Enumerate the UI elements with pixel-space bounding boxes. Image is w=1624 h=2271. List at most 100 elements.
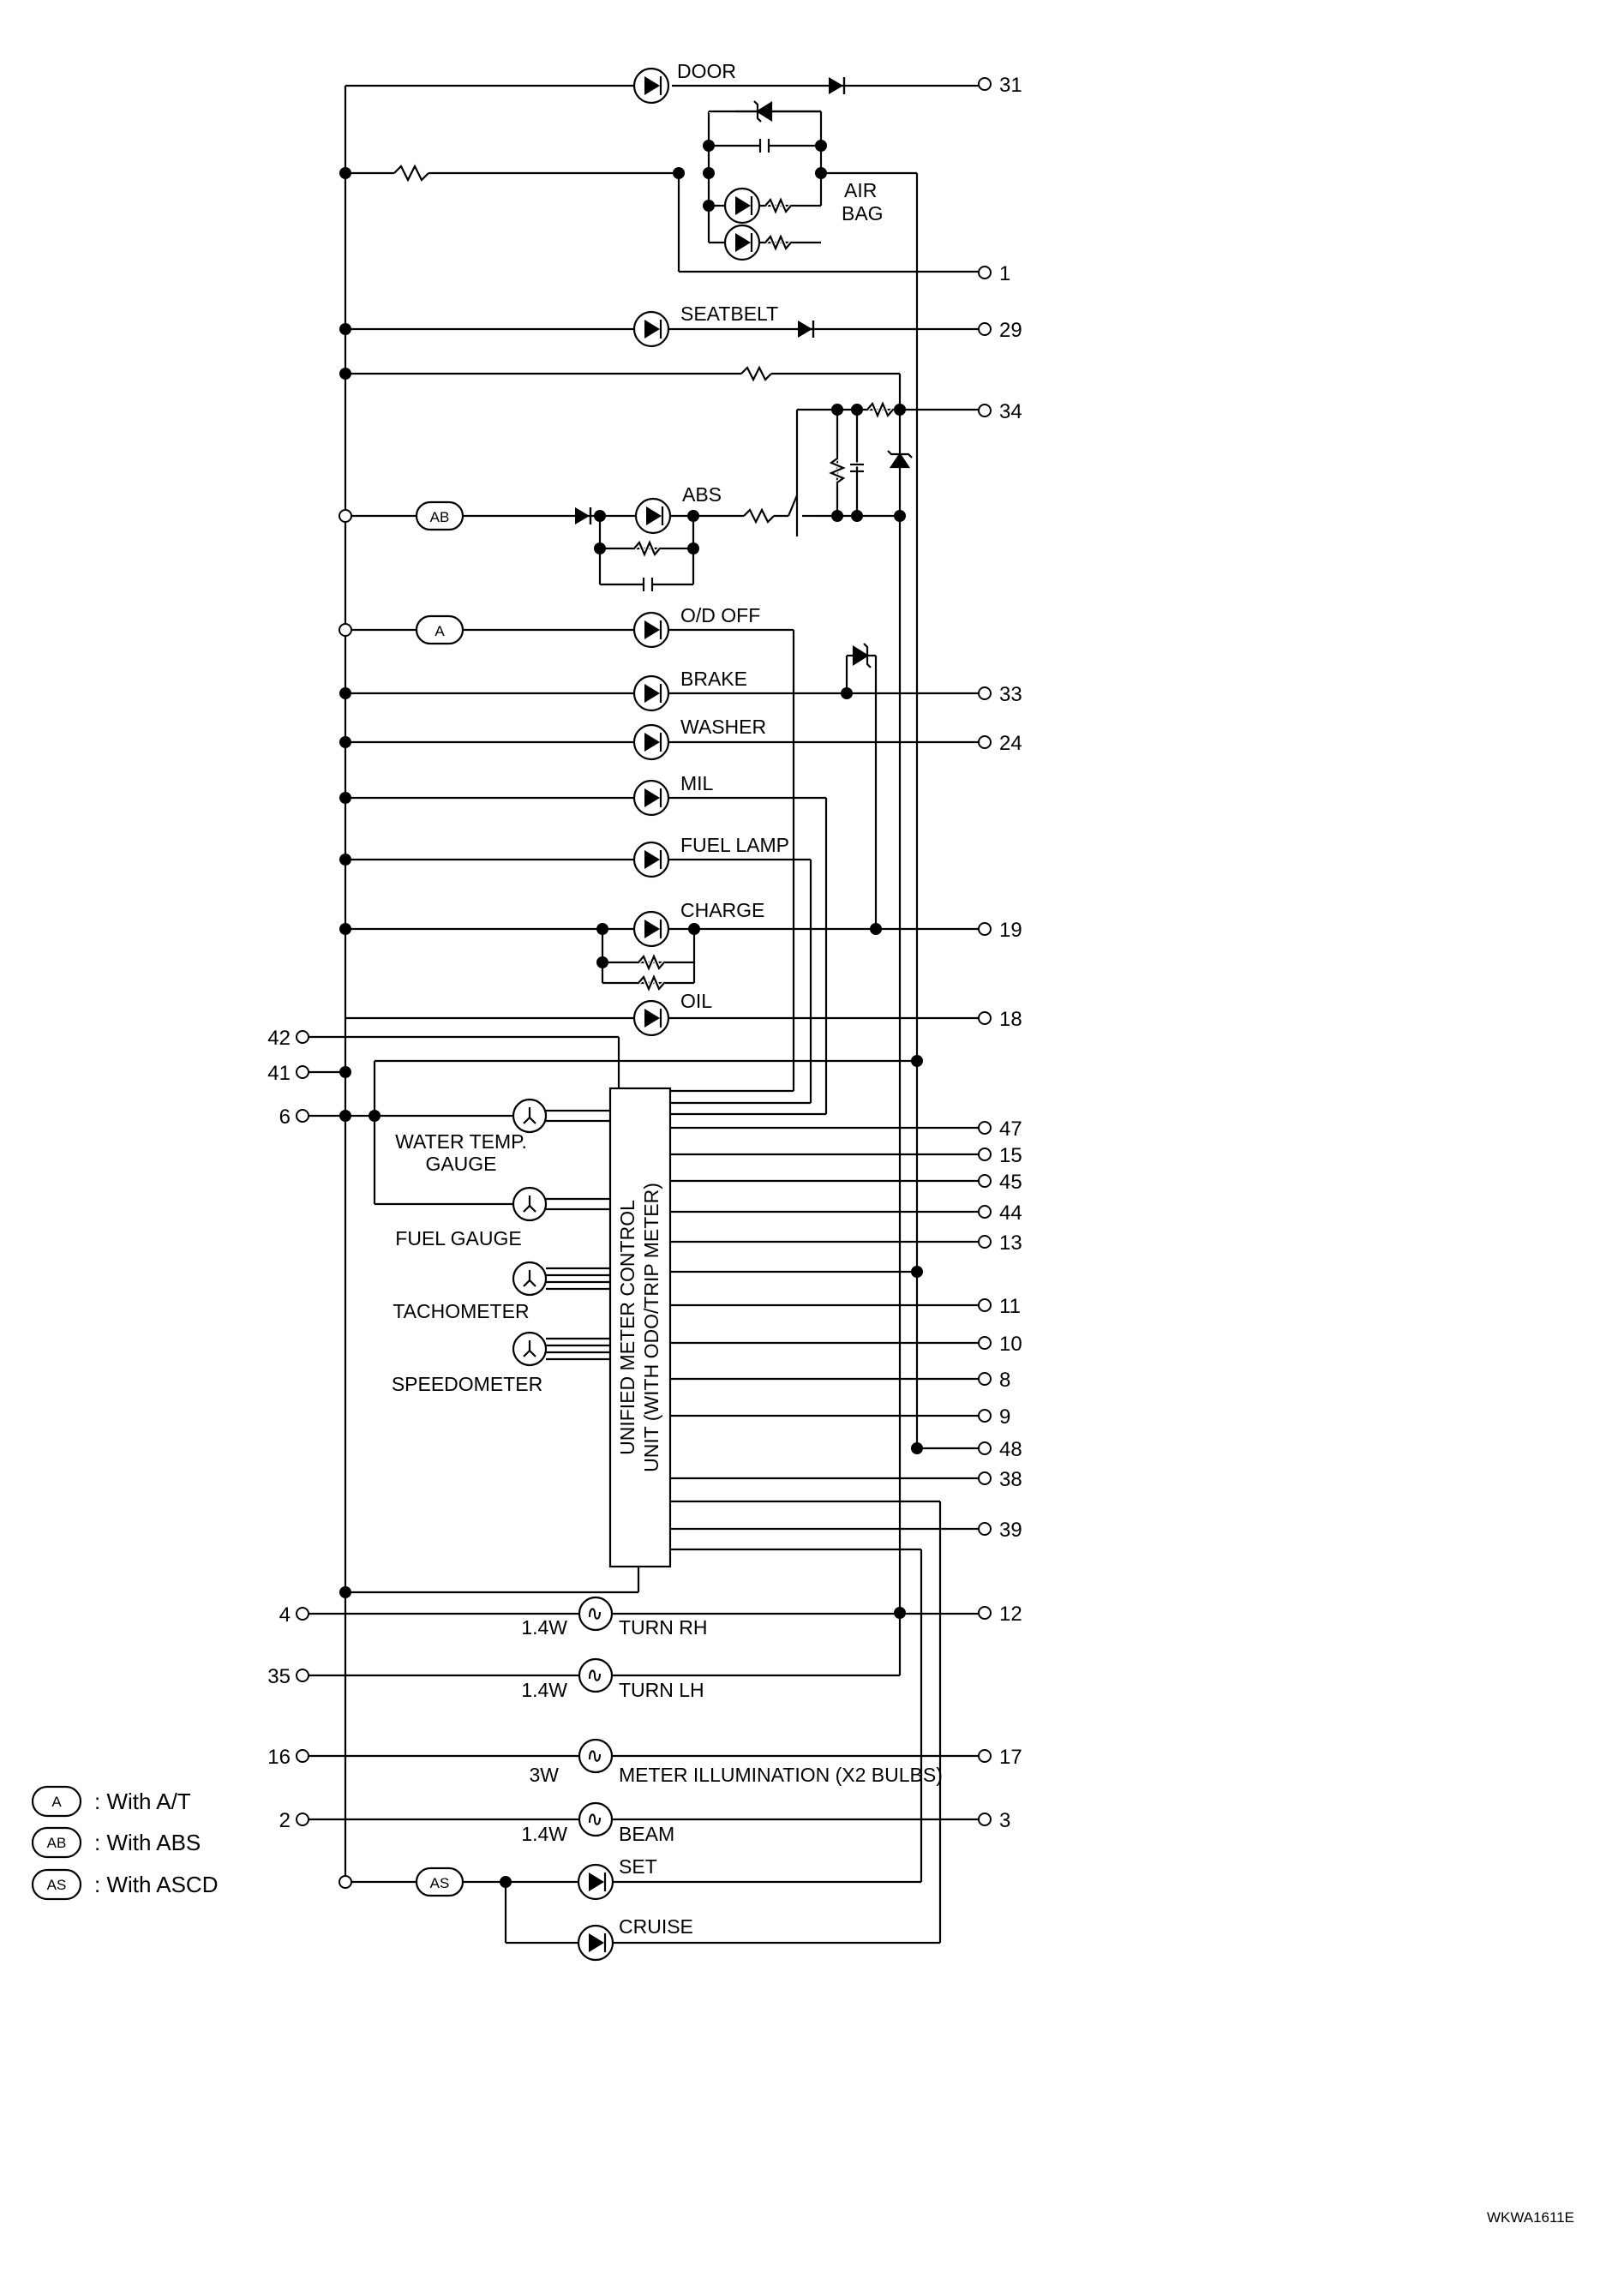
legend-text-a: : With A/T (94, 1789, 191, 1814)
option-code-ab: AB (430, 509, 450, 525)
beam-watt: 1.4W (521, 1823, 567, 1845)
turn-rh-label: TURN RH (619, 1616, 708, 1639)
tachometer-icon (512, 1261, 548, 1297)
washer-label: WASHER (680, 716, 766, 738)
diode-icon (827, 75, 846, 96)
pin-label: 2 (279, 1809, 291, 1832)
pin-9: 9 (978, 1405, 1010, 1429)
pin-45: 45 (978, 1171, 1022, 1194)
fuel-lamp-label: FUEL LAMP (680, 834, 789, 856)
legend-code-ab: AB (47, 1835, 67, 1851)
pin-label: 35 (267, 1665, 291, 1688)
pin-label: 47 (999, 1118, 1022, 1141)
pin-label: 24 (999, 732, 1022, 755)
pin-38: 38 (978, 1468, 1022, 1491)
cruise-label: CRUISE (619, 1915, 693, 1938)
tachometer-label: TACHOMETER (393, 1300, 529, 1322)
resistor-icon (632, 536, 662, 591)
pin-label: 42 (267, 1027, 291, 1050)
od-off-led-icon (632, 611, 670, 649)
pin-2: 2 (279, 1809, 309, 1832)
wires (309, 84, 979, 1944)
pin-24: 24 (978, 732, 1022, 755)
option-code-a: A (434, 623, 445, 639)
set-led-icon (577, 1863, 614, 1901)
capacitor-icon (758, 139, 770, 153)
pin-41: 41 (267, 1062, 309, 1085)
pin-19: 19 (978, 919, 1022, 942)
pin-label: 34 (999, 400, 1022, 423)
turn-lh-label: TURN LH (619, 1679, 704, 1701)
meter-illumination-bulb-icon (578, 1738, 614, 1774)
pin-1: 1 (978, 262, 1010, 285)
legend-item-as: AS : With ASCD (31, 1868, 218, 1901)
air-bag-label-2: BAG (842, 202, 884, 225)
unified-meter-control-unit: UNIFIED METER CONTROL UNIT (WITH ODO/TRI… (608, 1087, 672, 1568)
pin-16: 16 (267, 1746, 309, 1769)
pin-label: 6 (279, 1106, 291, 1129)
abs-label: ABS (682, 483, 722, 506)
gauge-labels: WATER TEMP. GAUGE FUEL GAUGE TACHOMETER … (392, 1130, 542, 1395)
transistor-network (825, 398, 913, 485)
turn-rh-bulb-icon (578, 1596, 614, 1632)
pin-48: 48 (978, 1438, 1022, 1461)
pin-10: 10 (978, 1333, 1022, 1356)
pin-label: 19 (999, 919, 1022, 942)
oil-led-icon (632, 999, 670, 1037)
brake-label: BRAKE (680, 668, 747, 690)
beam-label: BEAM (619, 1823, 674, 1845)
resistor-icon (637, 950, 666, 995)
charge-label: CHARGE (680, 899, 764, 921)
option-capsule-a: A (415, 614, 464, 645)
control-unit-label-2: UNIT (WITH ODO/TRIP METER) (640, 1183, 662, 1472)
pin-13: 13 (978, 1231, 1022, 1255)
pin-label: 3 (999, 1809, 1010, 1832)
option-capsule-as: AS (415, 1867, 464, 1897)
oil-label: OIL (680, 990, 712, 1012)
cruise-led-icon (577, 1924, 614, 1962)
legend-text-ab: : With ABS (94, 1830, 201, 1855)
washer-led-icon (632, 723, 670, 761)
pin-label: 31 (999, 74, 1022, 97)
pin-42: 42 (267, 1027, 309, 1050)
speedometer-label: SPEEDOMETER (392, 1373, 542, 1395)
pin-35: 35 (267, 1665, 309, 1688)
water-temp-label-1: WATER TEMP. (395, 1130, 527, 1153)
set-label: SET (619, 1855, 657, 1878)
pin-8: 8 (978, 1369, 1010, 1392)
diode-icon (573, 506, 592, 526)
pin-label: 18 (999, 1008, 1022, 1031)
pin-label: 41 (267, 1062, 291, 1085)
pin-17: 17 (978, 1746, 1022, 1769)
legend-text-as: : With ASCD (94, 1872, 218, 1897)
indicator-labels: DOOR AIR BAG SEATBELT ABS O/D OFF BRAKE … (619, 60, 884, 1938)
pin-34: 34 (978, 400, 1022, 423)
legend-item-ab: AB : With ABS (31, 1826, 201, 1859)
meter-illumination-label: METER ILLUMINATION (X2 BULBS) (619, 1764, 943, 1786)
pin-47: 47 (978, 1118, 1022, 1141)
fuel-gauge-icon (512, 1186, 548, 1222)
zener-diode-icon (852, 643, 872, 668)
pin-11: 11 (978, 1295, 1021, 1318)
pin-3: 3 (978, 1809, 1010, 1832)
speedometer-icon (512, 1331, 548, 1367)
air-bag-label-1: AIR (844, 179, 877, 201)
pin-label: 45 (999, 1171, 1022, 1194)
door-label: DOOR (677, 60, 736, 82)
figure-id: WKWA1611E (1487, 2209, 1574, 2226)
pin-33: 33 (978, 683, 1022, 706)
seatbelt-label: SEATBELT (680, 303, 778, 325)
water-temp-gauge-icon (512, 1098, 548, 1134)
air-bag-led-icon (723, 187, 761, 225)
pin-label: 13 (999, 1231, 1022, 1255)
turn-lh-bulb-icon (578, 1657, 614, 1693)
air-bag-led-icon (723, 224, 761, 261)
pin-label: 29 (999, 319, 1022, 342)
charge-led-icon (632, 910, 670, 948)
pin-6: 6 (279, 1106, 309, 1129)
mil-led-icon (632, 779, 670, 817)
pin-label: 12 (999, 1603, 1022, 1626)
water-temp-label-2: GAUGE (425, 1153, 496, 1175)
meter-illumination-watt: 3W (530, 1764, 560, 1786)
